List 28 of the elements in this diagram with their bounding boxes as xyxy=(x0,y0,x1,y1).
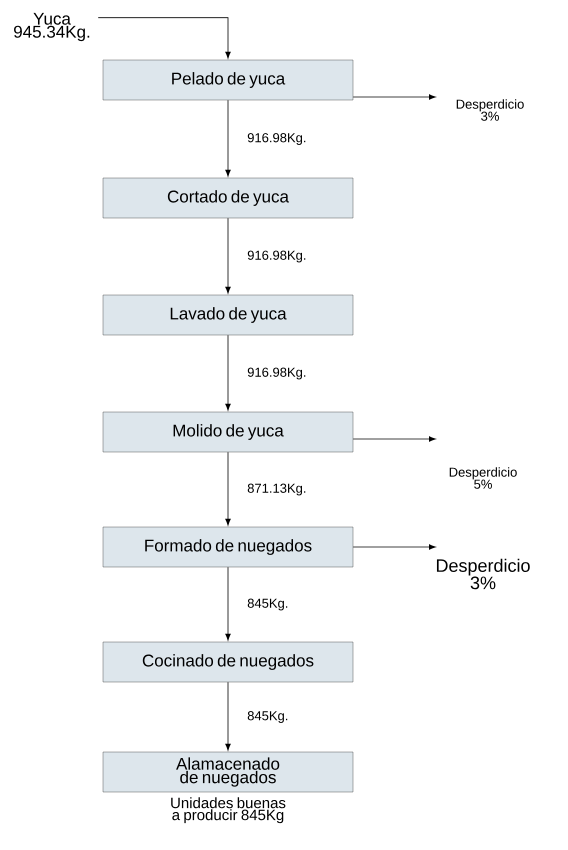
edge-label: 916.98Kg. xyxy=(246,132,308,146)
arrow xyxy=(225,682,231,751)
arrow xyxy=(225,218,231,294)
waste-text: Desperdicio 3% xyxy=(456,99,524,121)
waste-text: Desperdicio 5% xyxy=(450,467,517,489)
edge-label: 916.98Kg. xyxy=(246,366,308,380)
process-box: Cocinado de nuegados xyxy=(102,642,354,682)
edge-label: 871.13Kg. xyxy=(246,482,308,496)
arrow xyxy=(352,436,436,442)
process-box: Alamacenado de nuegados xyxy=(102,752,354,792)
arrow xyxy=(98,17,231,59)
arrow xyxy=(225,334,231,411)
arrow xyxy=(352,94,436,100)
process-box: Lavado de yuca xyxy=(102,294,354,336)
arrow xyxy=(225,452,231,526)
process-box: Cortado de yuca xyxy=(102,178,354,218)
process-box: Pelado de yuca xyxy=(102,60,354,100)
process-box: Formado de nuegados xyxy=(102,526,354,568)
caption-text: Unidades buenas a producir 845Kg xyxy=(171,797,286,824)
arrow xyxy=(225,566,231,641)
process-box: Molido de yuca xyxy=(102,412,354,452)
edge-label: 845Kg. xyxy=(246,710,290,724)
waste-text: Desperdicio 3% xyxy=(436,558,530,590)
arrow xyxy=(225,100,231,177)
arrow xyxy=(352,544,436,550)
flow-text: Yuca 945.34Kg. xyxy=(14,12,90,42)
edge-label: 916.98Kg. xyxy=(246,250,308,264)
edge-label: 845Kg. xyxy=(246,598,290,612)
